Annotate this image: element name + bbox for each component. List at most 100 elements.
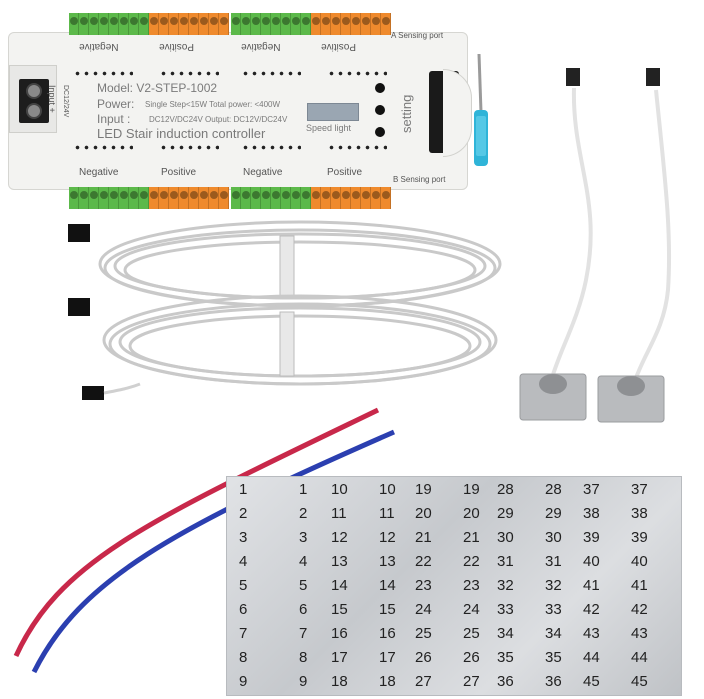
sticker-number: 16: [331, 625, 348, 642]
sticker-number: 18: [331, 673, 348, 690]
bottom-positive-label-b: Positive: [327, 167, 363, 178]
sticker-number: 24: [463, 601, 480, 618]
sticker-number: 45: [583, 673, 600, 690]
top-negative-terminal-b: [231, 13, 311, 35]
sticker-number: 39: [631, 529, 648, 546]
sticker-number: 37: [631, 481, 648, 498]
sticker-number: 38: [583, 505, 600, 522]
sticker-number: 9: [239, 673, 248, 690]
sticker-number: 21: [463, 529, 480, 546]
sticker-number: 2: [239, 505, 248, 522]
sticker-number: 44: [631, 649, 648, 666]
sticker-number: 32: [545, 577, 562, 594]
sticker-number: 2: [299, 505, 308, 522]
sensor-connector-icon: [566, 68, 580, 86]
sticker-number: 29: [545, 505, 562, 522]
sensor-connector-icon: [646, 68, 660, 86]
screw-icon: [26, 103, 42, 119]
bottom-negative-terminal-a: [69, 187, 149, 209]
cable-connector-icon: [68, 224, 90, 242]
sticker-number: 12: [379, 529, 396, 546]
sticker-number: 35: [497, 649, 514, 666]
sticker-number: 44: [583, 649, 600, 666]
screwdriver-icon: [474, 53, 488, 166]
sticker-number: 30: [497, 529, 514, 546]
model-text: Model: V2-STEP-1002: [97, 81, 218, 95]
adjust-button[interactable]: [375, 105, 385, 115]
sticker-number: 5: [299, 577, 308, 594]
sticker-number: 20: [415, 505, 432, 522]
sticker-number: 30: [545, 529, 562, 546]
sticker-number: 25: [415, 625, 432, 642]
speed-light-label: Speed light: [306, 123, 352, 133]
sticker-number: 19: [463, 481, 480, 498]
sticker-number: 34: [497, 625, 514, 642]
sticker-number: 17: [331, 649, 348, 666]
sticker-number: 4: [299, 553, 308, 570]
sticker-number: 12: [331, 529, 348, 546]
led-dot-row: [241, 71, 301, 76]
sticker-number: 21: [415, 529, 432, 546]
sticker-number: 14: [331, 577, 348, 594]
input-text: Input :: [97, 112, 131, 126]
sticker-number: 40: [583, 553, 600, 570]
sensing-port-a-label: A Sensing port: [391, 31, 444, 40]
sticker-number: 20: [463, 505, 480, 522]
sensing-port-b-label: B Sensing port: [393, 175, 446, 184]
led-dot-row: [241, 145, 301, 150]
led-dot-row: [73, 71, 133, 76]
bottom-negative-label-a: Negative: [79, 167, 119, 178]
sticker-number: 4: [239, 553, 248, 570]
led-dot-row: [327, 145, 387, 150]
stair-controller-board: Negative Positive Negative Positive A Se…: [8, 13, 472, 209]
cable-connector-icon: [82, 386, 104, 400]
sticker-number: 29: [497, 505, 514, 522]
controller-title: LED Stair induction controller: [97, 126, 266, 141]
blue-wire-icon: [31, 429, 396, 674]
sticker-number: 22: [463, 553, 480, 570]
sticker-number: 18: [379, 673, 396, 690]
sticker-number: 41: [583, 577, 600, 594]
red-wire-icon: [13, 407, 380, 658]
adjust-button[interactable]: [375, 83, 385, 93]
bottom-positive-terminal-a: [149, 187, 229, 209]
sticker-number: 13: [331, 553, 348, 570]
sticker-number: 23: [415, 577, 432, 594]
adjust-button[interactable]: [375, 127, 385, 137]
sticker-number: 10: [331, 481, 348, 498]
sticker-number: 26: [463, 649, 480, 666]
sticker-number: 36: [545, 673, 562, 690]
sticker-number: 8: [239, 649, 248, 666]
sticker-number: 42: [631, 601, 648, 618]
lcd-display: [307, 103, 359, 121]
sticker-number: 10: [379, 481, 396, 498]
top-positive-terminal-b: [311, 13, 391, 35]
sticker-number: 41: [631, 577, 648, 594]
power-text: Power:: [97, 97, 135, 111]
top-positive-terminal-a: [149, 13, 229, 35]
sticker-number: 16: [379, 625, 396, 642]
sticker-number: 1: [299, 481, 308, 498]
sticker-number: 17: [379, 649, 396, 666]
sticker-number: 14: [379, 577, 396, 594]
sticker-number: 43: [583, 625, 600, 642]
sticker-number: 27: [415, 673, 432, 690]
led-dot-row: [327, 71, 387, 76]
sticker-number: 28: [545, 481, 562, 498]
sticker-number: 15: [331, 601, 348, 618]
sticker-number: 9: [299, 673, 308, 690]
sticker-number: 36: [497, 673, 514, 690]
sticker-number: 11: [331, 505, 347, 522]
sticker-number: 13: [379, 553, 396, 570]
sticker-number: 25: [463, 625, 480, 642]
sticker-number: 38: [631, 505, 648, 522]
cable-connector-icon: [68, 298, 90, 316]
sticker-number: 35: [545, 649, 562, 666]
top-negative-terminal-a: [69, 13, 149, 35]
led-dot-row: [159, 145, 219, 150]
sticker-number: 31: [497, 553, 514, 570]
input-screw-terminal: [19, 79, 49, 123]
sticker-number: 45: [631, 673, 648, 690]
sticker-number: 37: [583, 481, 600, 498]
